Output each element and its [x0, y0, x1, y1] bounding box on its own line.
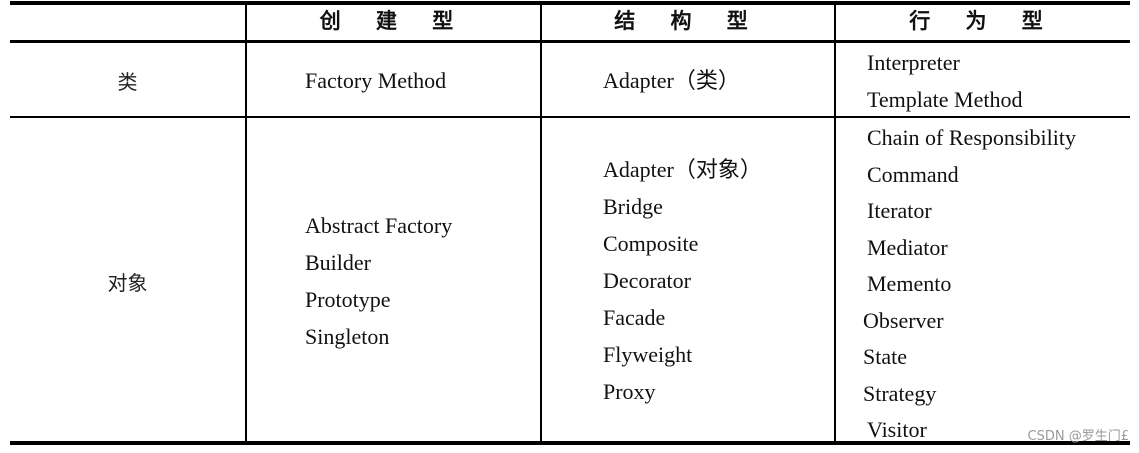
header-creational: 创 建 型 — [319, 9, 468, 33]
pattern-item: Flyweight — [603, 342, 693, 367]
class-creational-cell: Factory Method — [305, 62, 446, 99]
object-structural-cell: Adapter（对象） Bridge Composite Decorator F… — [603, 151, 762, 410]
pattern-item: Proxy — [603, 379, 656, 404]
top-rule — [10, 1, 1130, 5]
pattern-item: Memento — [867, 271, 952, 296]
pattern-item: Chain of Responsibility — [867, 125, 1076, 150]
pattern-item: Adapter（类） — [603, 68, 740, 93]
pattern-item: Abstract Factory — [305, 213, 453, 238]
column-divider-1 — [245, 1, 247, 445]
row-label-object: 对象 — [107, 271, 148, 295]
column-divider-3 — [834, 1, 836, 445]
row-divider — [10, 116, 1130, 118]
pattern-item: Visitor — [867, 417, 927, 442]
class-behavioral-cell: Interpreter Template Method — [867, 44, 1022, 118]
header-structural: 结 构 型 — [614, 9, 762, 33]
bottom-rule — [10, 441, 1130, 445]
pattern-item: Iterator — [867, 198, 932, 223]
pattern-item: Observer — [863, 307, 944, 333]
pattern-item: Bridge — [603, 194, 663, 219]
pattern-item: Command — [867, 161, 959, 187]
pattern-item: Composite — [603, 231, 699, 256]
pattern-item: Template Method — [867, 87, 1023, 112]
pattern-item: Singleton — [305, 324, 390, 349]
pattern-item: Builder — [305, 250, 371, 275]
column-divider-2 — [540, 1, 542, 445]
pattern-item: Adapter（对象） — [603, 157, 762, 182]
header-behavioral: 行 为 型 — [909, 9, 1057, 33]
object-creational-cell: Abstract Factory Builder Prototype Singl… — [305, 207, 452, 355]
pattern-item: Interpreter — [867, 50, 960, 75]
pattern-item: Mediator — [867, 234, 948, 260]
object-behavioral-cell: Chain of Responsibility Command Iterator… — [863, 120, 1076, 449]
header-rule — [10, 40, 1130, 43]
row-label-class: 类 — [117, 70, 138, 94]
watermark: CSDN @罗生门£ — [1027, 429, 1129, 444]
pattern-item: Prototype — [305, 287, 391, 312]
pattern-item: Strategy — [863, 380, 937, 406]
pattern-item: Facade — [603, 305, 666, 330]
pattern-item: State — [863, 344, 907, 369]
class-structural-cell: Adapter（类） — [603, 62, 740, 99]
pattern-item: Factory Method — [305, 68, 447, 93]
pattern-item: Decorator — [603, 268, 691, 293]
